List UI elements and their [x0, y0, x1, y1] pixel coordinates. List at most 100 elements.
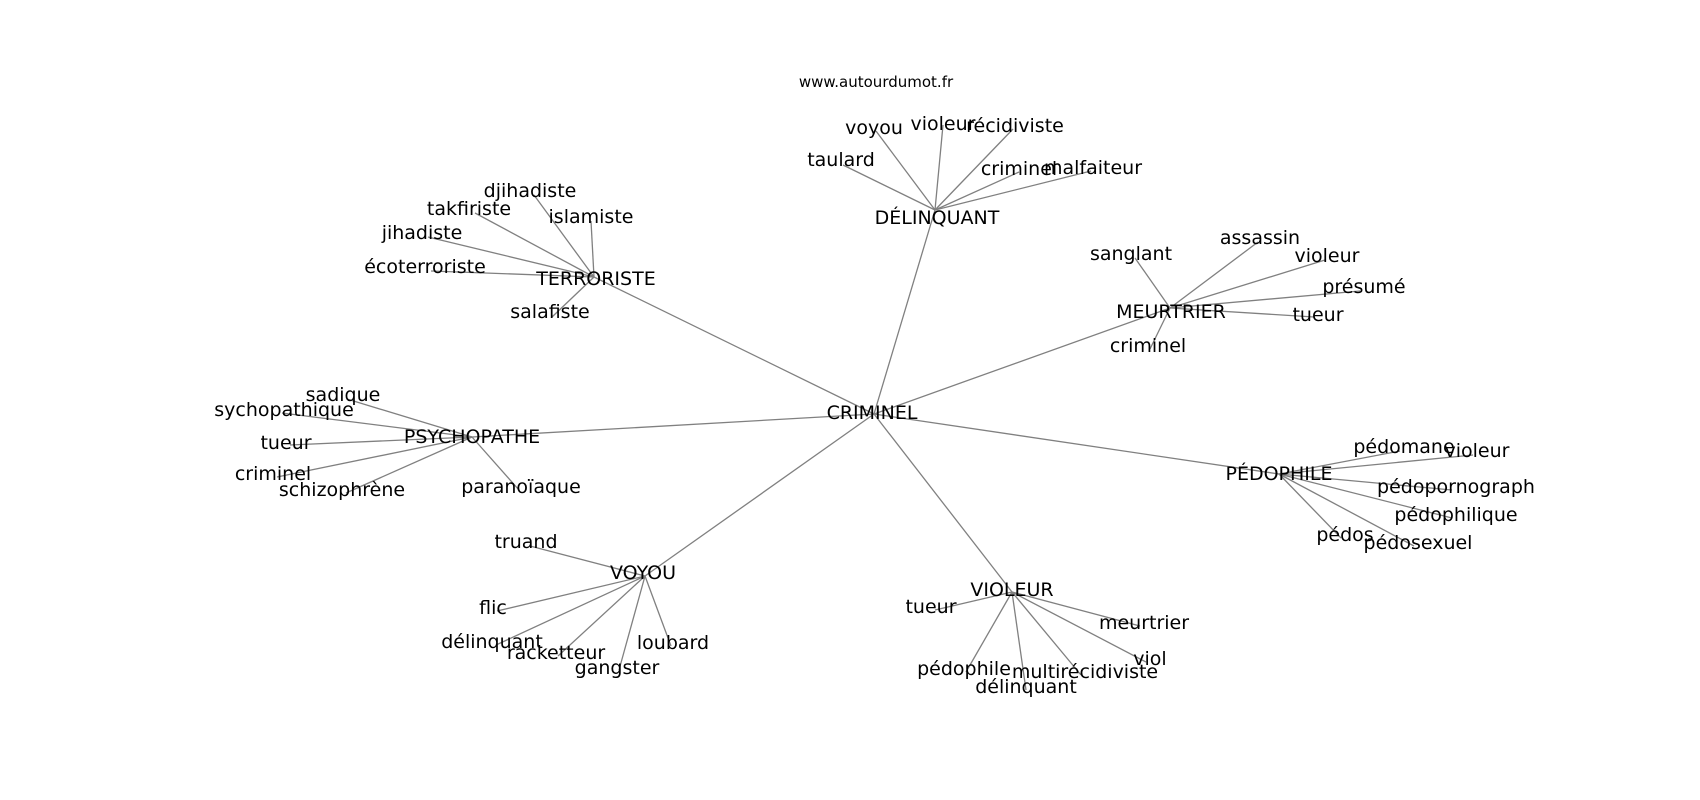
edge-hub-to-leaf [1278, 473, 1453, 519]
leaf-word-label[interactable]: meurtrier [1099, 612, 1189, 634]
leaf-word-label[interactable]: taulard [807, 149, 875, 171]
edge-center-to-hub [873, 413, 1280, 475]
edge-hub-to-leaf [934, 591, 1013, 611]
leaf-word-label[interactable]: schizophrène [279, 479, 405, 501]
edge-hub-to-leaf [1278, 454, 1474, 475]
edge-hub-to-leaf [644, 575, 672, 647]
hub-word-label[interactable]: DÉLINQUANT [875, 206, 1000, 229]
hub-word-label[interactable]: VOYOU [610, 562, 676, 584]
edge-hub-to-leaf [934, 170, 1092, 211]
edge-center-to-hub [593, 276, 875, 415]
leaf-word-label[interactable]: islamiste [549, 206, 634, 228]
edge-hub-to-leaf [934, 124, 944, 211]
edge-center-to-hub [873, 307, 1171, 415]
edge-hub-to-leaf [427, 236, 595, 278]
edge-hub-to-leaf [934, 128, 1014, 211]
leaf-word-label[interactable]: sanglant [1090, 243, 1172, 265]
leaf-word-label[interactable]: pédos [1316, 524, 1373, 546]
leaf-word-label[interactable]: psychopathique [202, 399, 354, 421]
leaf-word-label[interactable]: pédophilique [1394, 504, 1517, 526]
edge-hub-to-leaf [430, 270, 595, 278]
leaf-word-label[interactable]: salafiste [510, 301, 589, 323]
edge-hub-to-leaf [965, 591, 1013, 673]
leaf-word-label[interactable]: djihadiste [484, 180, 577, 202]
graph-edges [276, 124, 1474, 691]
edge-hub-to-leaf [934, 171, 1020, 211]
leaf-word-label[interactable]: takfiriste [427, 198, 511, 220]
leaf-word-label[interactable]: criminel [981, 158, 1057, 180]
edge-hub-to-leaf [842, 164, 936, 211]
leaf-word-label[interactable]: présumé [1322, 276, 1405, 298]
edge-hub-to-leaf [1011, 591, 1027, 691]
leaf-word-label[interactable]: pédomane [1353, 436, 1454, 458]
leaf-word-label[interactable]: tueur [260, 432, 311, 454]
leaf-word-label[interactable]: truand [494, 531, 557, 553]
edge-hub-to-leaf [1011, 591, 1147, 663]
leaf-word-label[interactable]: pédosexuel [1364, 532, 1473, 554]
edge-center-to-hub [471, 413, 875, 438]
leaf-word-label[interactable]: pédopornograph [1377, 476, 1535, 498]
edge-hub-to-leaf [1011, 591, 1141, 627]
edge-hub-to-leaf [496, 575, 646, 612]
leaf-word-label[interactable]: loubard [637, 632, 709, 654]
leaf-word-label[interactable]: tueur [905, 596, 956, 618]
edge-hub-to-leaf [289, 436, 473, 446]
edge-center-to-hub [644, 413, 875, 577]
edge-hub-to-leaf [1169, 307, 1315, 318]
leaf-word-label[interactable]: racketteur [507, 642, 606, 664]
hub-word-label[interactable]: PSYCHOPATHE [404, 426, 540, 448]
hub-word-label[interactable]: TERRORISTE [535, 268, 655, 290]
hub-word-label[interactable]: VIOLEUR [970, 579, 1053, 601]
edge-hub-to-leaf [1278, 473, 1453, 491]
edge-hub-to-leaf [281, 412, 473, 438]
site-url: www.autourdumot.fr [799, 73, 954, 91]
edge-center-to-hub [873, 209, 936, 415]
edge-hub-to-leaf [276, 436, 473, 478]
edge-hub-to-leaf [1169, 241, 1259, 309]
edge-hub-to-leaf [1149, 307, 1171, 350]
leaf-word-label[interactable]: assassin [1220, 227, 1300, 249]
edge-hub-to-leaf [618, 575, 646, 671]
edge-hub-to-leaf [1169, 290, 1361, 309]
edge-hub-to-leaf [474, 212, 595, 278]
edge-hub-to-leaf [551, 276, 595, 318]
leaf-word-label[interactable]: tueur [1292, 304, 1343, 326]
center-word-label[interactable]: CRIMINEL [827, 402, 918, 424]
leaf-word-label[interactable]: écoterroriste [364, 256, 486, 278]
leaf-word-label[interactable]: gangster [575, 657, 660, 679]
edge-hub-to-leaf [529, 545, 646, 577]
leaf-word-label[interactable]: violeur [1445, 440, 1510, 462]
edge-hub-to-leaf [345, 436, 473, 494]
edge-hub-to-leaf [1278, 473, 1342, 539]
edge-hub-to-leaf [346, 398, 473, 438]
leaf-word-label[interactable]: malfaiteur [1044, 157, 1142, 179]
edge-hub-to-leaf [590, 220, 595, 278]
edge-hub-to-leaf [471, 436, 520, 491]
edge-hub-to-leaf [533, 194, 595, 278]
leaf-word-label[interactable]: criminel [235, 463, 311, 485]
leaf-word-label[interactable]: sadique [306, 384, 381, 406]
leaf-word-label[interactable]: violeur [1295, 245, 1360, 267]
hub-word-label[interactable]: MEURTRIER [1116, 301, 1226, 323]
edge-hub-to-leaf [1134, 257, 1171, 309]
edge-hub-to-leaf [1011, 591, 1082, 676]
leaf-word-label[interactable]: délinquant [975, 676, 1077, 698]
leaf-word-label[interactable]: flic [479, 597, 507, 619]
leaf-word-label[interactable]: criminel [1110, 335, 1186, 357]
leaf-word-label[interactable]: paranoïaque [461, 476, 581, 498]
leaf-word-label[interactable]: viol [1133, 648, 1166, 670]
leaf-word-label[interactable]: violeur [911, 113, 976, 135]
leaf-word-label[interactable]: jihadiste [381, 222, 463, 244]
edge-center-to-hub [873, 413, 1013, 593]
leaf-word-label[interactable]: multirécidiviste [1012, 661, 1158, 683]
leaf-word-label[interactable]: récidiviste [966, 115, 1064, 137]
leaf-word-label[interactable]: voyou [845, 117, 903, 139]
leaf-word-label[interactable]: délinquant [441, 631, 543, 653]
edge-hub-to-leaf [495, 575, 646, 646]
leaf-word-label[interactable]: pédophile [917, 658, 1011, 680]
hub-word-label[interactable]: PÉDOPHILE [1226, 462, 1333, 485]
edge-hub-to-leaf [1278, 450, 1401, 475]
edge-hub-to-leaf [1278, 473, 1415, 547]
